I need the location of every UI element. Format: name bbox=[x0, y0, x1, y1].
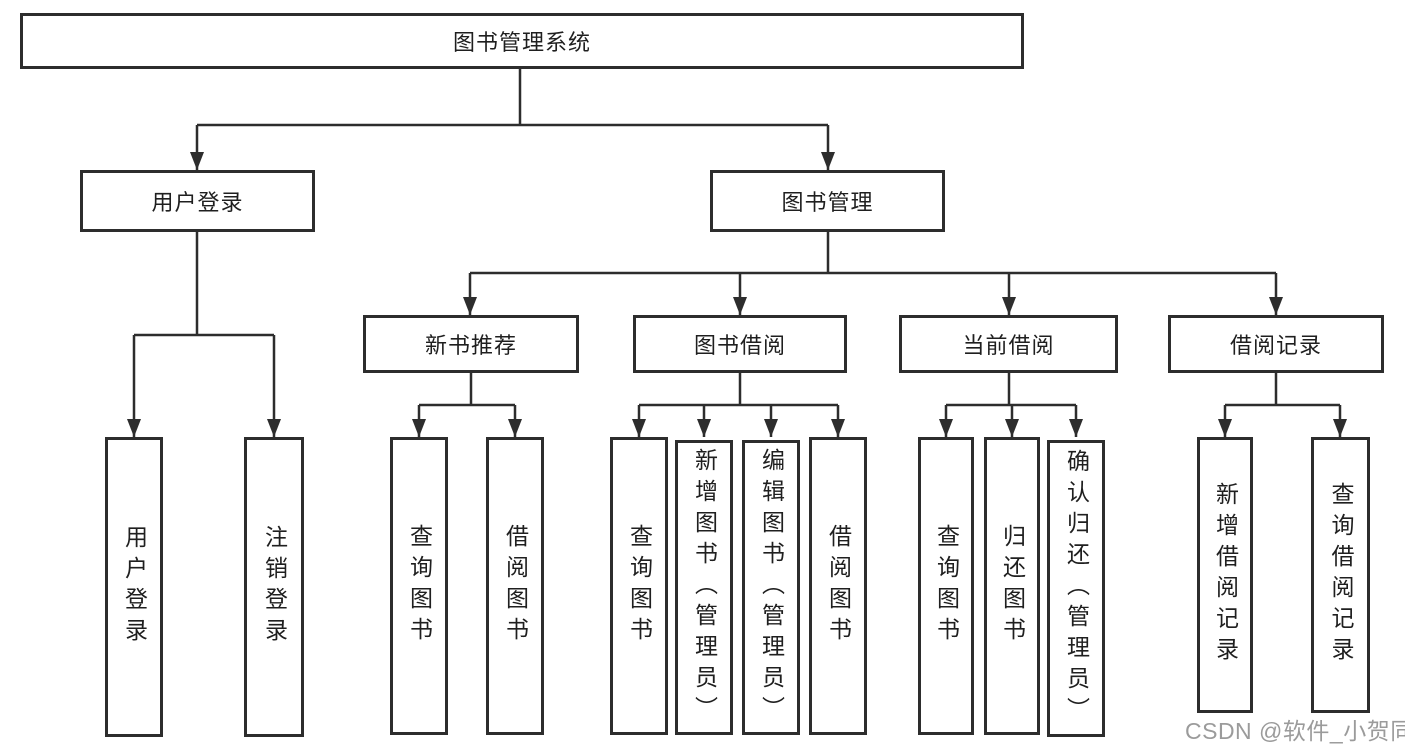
connector-root-split bbox=[197, 69, 828, 127]
leaf-current-query-books: 查询图书 bbox=[918, 437, 974, 735]
connector-bookmgmt-split bbox=[470, 232, 1276, 275]
leaf-return-books-label: 归还图书 bbox=[999, 524, 1026, 648]
leaf-confirm-return-admin: 确认归还（管理员） bbox=[1047, 440, 1105, 737]
node-book-management: 图书管理 bbox=[710, 170, 945, 232]
leaf-borrow-borrow-books-label: 借阅图书 bbox=[825, 524, 852, 648]
leaf-newbook-query-books: 查询图书 bbox=[390, 437, 448, 735]
leaf-newbook-borrow-books-label: 借阅图书 bbox=[502, 524, 529, 648]
leaf-return-books: 归还图书 bbox=[984, 437, 1040, 735]
leaf-borrow-query-books-label: 查询图书 bbox=[626, 524, 653, 648]
leaf-add-books-admin-label: 新增图书（管理员） bbox=[691, 448, 718, 727]
leaf-current-query-books-label: 查询图书 bbox=[933, 524, 960, 648]
leaf-borrow-query-books: 查询图书 bbox=[610, 437, 668, 735]
leaf-query-borrow-record-label: 查询借阅记录 bbox=[1328, 482, 1354, 668]
node-borrowing-records-label: 借阅记录 bbox=[1229, 333, 1322, 358]
node-new-book-recommendation: 新书推荐 bbox=[363, 315, 579, 373]
leaf-edit-books-admin: 编辑图书（管理员） bbox=[742, 440, 800, 735]
connector-group bbox=[127, 69, 1347, 437]
leaf-logout-label: 注销登录 bbox=[261, 525, 288, 649]
node-book-management-label: 图书管理 bbox=[781, 190, 874, 215]
leaf-logout: 注销登录 bbox=[244, 437, 304, 737]
node-user-login: 用户登录 bbox=[80, 170, 315, 232]
csdn-watermark: CSDN @软件_小贺同学 bbox=[1185, 718, 1405, 744]
leaf-borrow-borrow-books: 借阅图书 bbox=[809, 437, 867, 735]
leaf-user-login-label: 用户登录 bbox=[121, 525, 148, 649]
node-current-borrowing-label: 当前借阅 bbox=[962, 333, 1055, 358]
connector-currentborrow-split bbox=[946, 373, 1076, 407]
node-current-borrowing: 当前借阅 bbox=[899, 315, 1118, 373]
leaf-confirm-return-admin-label: 确认归还（管理员） bbox=[1063, 449, 1090, 728]
connector-userlogin-split bbox=[134, 232, 274, 337]
node-library-management-system-label: 图书管理系统 bbox=[452, 30, 591, 55]
node-borrowing-records: 借阅记录 bbox=[1168, 315, 1384, 373]
leaf-user-login: 用户登录 bbox=[105, 437, 163, 737]
leaf-edit-books-admin-label: 编辑图书（管理员） bbox=[758, 448, 785, 727]
node-library-management-system: 图书管理系统 bbox=[20, 13, 1024, 69]
node-new-book-recommendation-label: 新书推荐 bbox=[424, 333, 517, 358]
leaf-add-borrow-record-label: 新增借阅记录 bbox=[1212, 482, 1239, 668]
node-user-login-label: 用户登录 bbox=[151, 190, 244, 215]
connector-bookborrow-split bbox=[639, 373, 838, 407]
connector-newbook-split bbox=[419, 373, 515, 407]
connector-borrowrecords-split bbox=[1225, 373, 1340, 407]
leaf-newbook-borrow-books: 借阅图书 bbox=[486, 437, 544, 735]
leaf-add-books-admin: 新增图书（管理员） bbox=[675, 440, 733, 735]
node-book-borrowing: 图书借阅 bbox=[633, 315, 847, 373]
node-book-borrowing-label: 图书借阅 bbox=[693, 333, 786, 358]
leaf-query-borrow-record: 查询借阅记录 bbox=[1311, 437, 1370, 713]
leaf-newbook-query-books-label: 查询图书 bbox=[406, 524, 433, 648]
leaf-add-borrow-record: 新增借阅记录 bbox=[1197, 437, 1253, 713]
